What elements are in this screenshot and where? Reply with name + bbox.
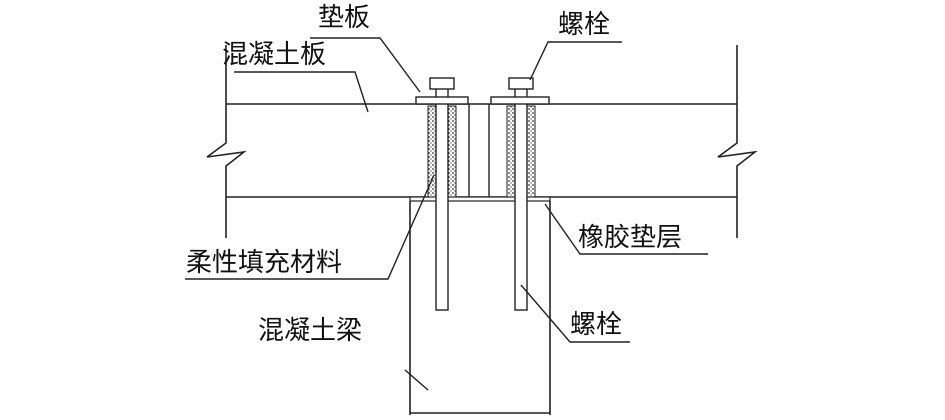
leader-flexible-filler [185, 174, 435, 280]
concrete-slab [206, 45, 758, 238]
pad-plate-right [490, 96, 550, 105]
concrete-beam-label: 混凝土梁 [258, 316, 363, 346]
rubber-pad-layer [409, 196, 551, 202]
leader-bolt-top [529, 41, 622, 81]
leader-rubber-layer [544, 203, 708, 255]
slab-left-break-line [206, 45, 247, 238]
concrete-beam [409, 201, 551, 415]
leader-concrete-beam [404, 369, 429, 391]
bolt-right-shank [514, 80, 528, 311]
bolt-bottom-label: 螺栓 [570, 310, 623, 340]
slab-joint [468, 104, 490, 197]
bolt-top-label: 螺栓 [558, 10, 611, 40]
leader-lines [185, 37, 708, 391]
bolt-left-nut [429, 77, 455, 90]
leader-concrete-slab [234, 71, 369, 113]
pad-plate-label: 垫板 [318, 3, 371, 33]
pad-plate-left [415, 96, 469, 105]
bolt-right [490, 77, 550, 311]
slab-right-break-line [717, 45, 758, 238]
bolt-left [415, 77, 469, 311]
flexible-filler-label: 柔性填充材料 [186, 248, 343, 278]
rubber-layer-label: 橡胶垫层 [578, 223, 683, 253]
leader-pad-plate [310, 37, 421, 93]
bolt-right-nut [508, 77, 534, 90]
bolt-left-shank [435, 80, 449, 311]
concrete-slab-label: 混凝土板 [222, 40, 327, 70]
leader-bolt-bottom [520, 284, 630, 343]
